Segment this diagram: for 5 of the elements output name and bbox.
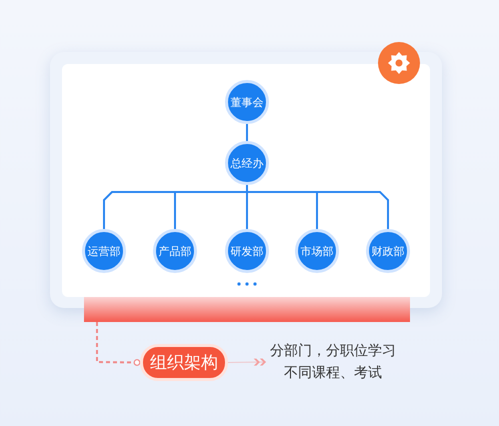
connector-line [246, 124, 248, 141]
ribbon-bar [84, 297, 410, 322]
dashed-connector [96, 322, 140, 366]
description-text: 分部门，分职位学习不同课程、考试 [266, 340, 400, 384]
title-pill: 组织架构 [140, 344, 228, 381]
